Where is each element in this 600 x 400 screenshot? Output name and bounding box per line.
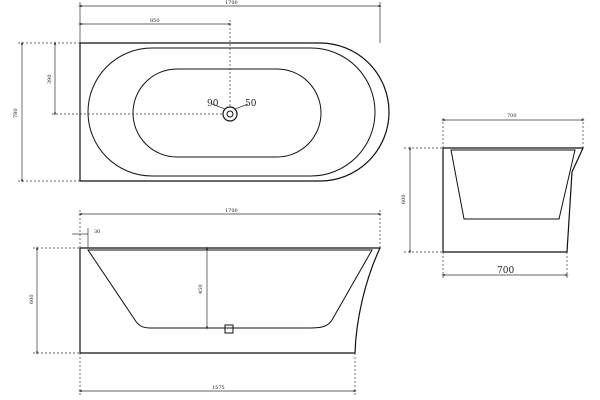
- front-drain-outlet: [224, 324, 234, 334]
- front-height-label: 600: [29, 294, 35, 304]
- front-base-label: 1575: [212, 385, 225, 391]
- front-view-basin: [87, 249, 373, 329]
- drain-offset-label: 850: [150, 18, 160, 24]
- drain-inner-ring: [226, 110, 234, 118]
- side-bottom-width-label: 700: [497, 266, 514, 276]
- front-view: 1700 30 600 450 1575: [29, 208, 382, 396]
- front-depth-label: 450: [198, 284, 204, 294]
- side-height-label: 600: [401, 194, 407, 204]
- side-view-outline: [442, 147, 584, 253]
- top-view-rim-contour: [87, 47, 376, 177]
- side-view: 700 700 600: [401, 113, 585, 279]
- front-view-outline: [79, 247, 381, 354]
- drain-leader-left: [211, 103, 226, 110]
- top-width-label: 780: [13, 108, 19, 118]
- top-view: 90 50 1700 850 390 780: [13, 0, 390, 183]
- drain-depth-label: 390: [47, 74, 53, 84]
- drain-angle-left-label: 90: [207, 99, 219, 109]
- drain-leader-right: [234, 103, 249, 110]
- top-view-basin: [132, 68, 322, 158]
- drain-outer-ring: [222, 106, 238, 122]
- drain-angle-right-label: 50: [245, 99, 257, 109]
- side-top-width-label: 700: [507, 113, 517, 119]
- top-length-label: 1700: [225, 0, 238, 6]
- front-length-label: 1700: [225, 208, 238, 214]
- front-rim-label: 30: [94, 229, 100, 235]
- side-view-basin: [450, 149, 576, 220]
- top-view-outer-outline: [79, 42, 390, 182]
